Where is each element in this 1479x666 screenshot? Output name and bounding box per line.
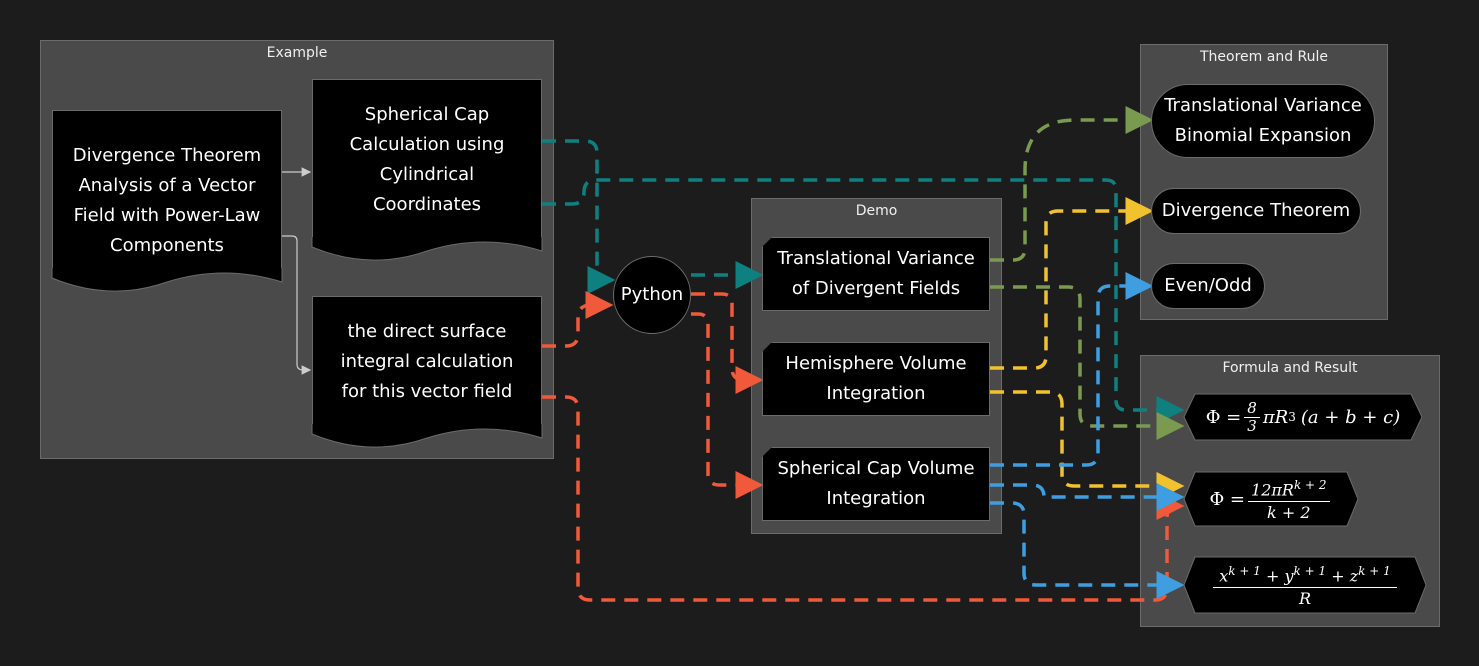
edge-cap-to-python — [542, 139, 616, 294]
formula-1-den: 3 — [1247, 416, 1257, 435]
edge-translational-to-binomial — [990, 106, 1154, 262]
formula-2-lhs: Φ = — [1209, 488, 1246, 510]
group-theorem-title: Theorem and Rule — [1199, 49, 1329, 65]
doc-wave-shape — [311, 424, 543, 448]
node-binomial-expansion[interactable]: Translational Variance Binomial Expansio… — [1151, 84, 1375, 158]
edge-spherecap-to-formula2 — [990, 483, 1185, 511]
node-divergence-theorem[interactable]: Divergence Theorem — [1151, 188, 1361, 234]
node-direct-surface[interactable]: the direct surface integral calculation … — [311, 296, 543, 448]
node-hemisphere[interactable]: Hemisphere Volume Integration — [762, 342, 990, 416]
node-divergence-analysis-label: Divergence Theorem Analysis of a Vector … — [72, 144, 262, 256]
node-spherical-cap-calc[interactable]: Spherical Cap Calculation using Cylindri… — [311, 79, 543, 261]
node-python[interactable]: Python — [613, 256, 691, 334]
group-example-title: Example — [266, 45, 328, 61]
hexagon-shape — [1183, 471, 1359, 527]
formula-2-num: 12πR — [1251, 480, 1294, 500]
formula-3-exp-x: k + 1 — [1228, 563, 1261, 578]
formula-2-fraction: 12πRk + 2 k + 2 — [1248, 474, 1330, 524]
node-translational-variance-label: Translational Variance of Divergent Fiel… — [777, 248, 975, 299]
edge-translational-to-formula1 — [990, 285, 1185, 440]
formula-1-num: 8 — [1244, 399, 1260, 418]
formula-3-y: y — [1284, 566, 1294, 586]
edge-direct-to-formula3 — [542, 395, 1185, 602]
node-hemisphere-label: Hemisphere Volume Integration — [785, 353, 967, 404]
edge-cap-to-formula1 — [542, 178, 1185, 424]
node-formula-2[interactable]: Φ = 12πRk + 2 k + 2 — [1183, 471, 1359, 527]
node-spherical-cap-volume[interactable]: Spherical Cap Volume Integration — [762, 447, 990, 521]
formula-2-num-wrap: 12πRk + 2 — [1248, 474, 1330, 503]
node-binomial-expansion-label: Translational Variance Binomial Expansio… — [1164, 95, 1362, 146]
edge-spherecap-to-evenodd — [990, 272, 1154, 467]
hexagon-shape — [1183, 556, 1427, 614]
node-translational-variance[interactable]: Translational Variance of Divergent Fiel… — [762, 237, 990, 311]
node-divergence-analysis[interactable]: Divergence Theorem Analysis of a Vector … — [51, 110, 283, 292]
edge-python-to-hemisphere — [691, 292, 764, 394]
formula-3-x: x — [1219, 566, 1229, 586]
formula-3-num-wrap: xk + 1 + yk + 1 + zk + 1 — [1213, 560, 1397, 589]
hexagon-shape — [1183, 393, 1423, 441]
formula-3-den: R — [1298, 589, 1312, 609]
formula-1-tail: (a + b + c) — [1300, 406, 1401, 428]
group-demo-title: Demo — [855, 203, 898, 219]
formula-2-den: k + 2 — [1267, 503, 1311, 523]
edge-spherecap-to-formula3 — [990, 501, 1185, 599]
formula-3-text: xk + 1 + yk + 1 + zk + 1 R — [1183, 556, 1427, 614]
node-direct-surface-label: the direct surface integral calculation … — [340, 320, 514, 402]
doc-wave-shape — [311, 237, 543, 261]
node-formula-3[interactable]: xk + 1 + yk + 1 + zk + 1 R — [1183, 556, 1427, 614]
edge-hemisphere-to-divergence — [990, 197, 1154, 370]
node-even-odd[interactable]: Even/Odd — [1151, 263, 1265, 309]
group-formula-title: Formula and Result — [1222, 360, 1358, 376]
formula-2-num-exp: k + 2 — [1293, 477, 1327, 492]
node-divergence-theorem-label: Divergence Theorem — [1161, 200, 1351, 221]
formula-1-lhs: Φ = — [1205, 406, 1242, 428]
edge-hemisphere-to-formula2 — [990, 390, 1185, 500]
formula-1-rest: πR — [1262, 406, 1289, 428]
node-spherical-cap-calc-label: Spherical Cap Calculation using Cylindri… — [349, 103, 505, 215]
formula-3-fraction: xk + 1 + yk + 1 + zk + 1 R — [1213, 560, 1397, 610]
node-spherical-cap-volume-label: Spherical Cap Volume Integration — [777, 458, 975, 509]
formula-3-exp-y: k + 1 — [1293, 563, 1327, 578]
edge-direct-to-python — [542, 291, 614, 348]
formula-1-exp: 3 — [1288, 410, 1296, 424]
doc-wave-shape — [51, 268, 283, 292]
edge-analysis-to-direct — [282, 235, 312, 375]
formula-3-plus-1: + — [1265, 566, 1280, 586]
formula-2-text: Φ = 12πRk + 2 k + 2 — [1183, 471, 1359, 527]
node-even-odd-label: Even/Odd — [1164, 275, 1252, 296]
node-python-label: Python — [620, 284, 684, 305]
formula-3-z: z — [1349, 566, 1359, 586]
edge-python-to-spherecap — [691, 312, 764, 499]
formula-1-fraction: 8 3 — [1244, 399, 1260, 435]
formula-3-exp-z: k + 1 — [1358, 563, 1391, 578]
formula-3-plus-2: + — [1331, 566, 1345, 586]
